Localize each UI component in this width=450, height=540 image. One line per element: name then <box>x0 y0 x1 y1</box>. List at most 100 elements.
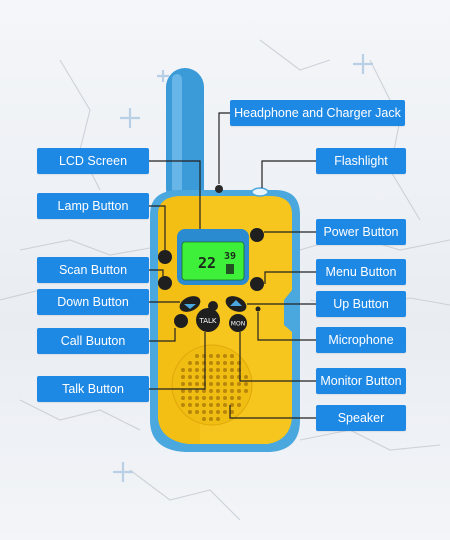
speaker-hole <box>202 417 206 421</box>
scan-button[interactable] <box>158 276 172 290</box>
mon-key-text: MON <box>231 321 245 328</box>
speaker-hole <box>230 403 234 407</box>
speaker-hole <box>209 382 213 386</box>
microphone-hole <box>255 306 261 312</box>
speaker-hole <box>209 361 213 365</box>
speaker-hole <box>202 389 206 393</box>
speaker-hole <box>209 410 213 414</box>
speaker-hole <box>223 389 227 393</box>
speaker-hole <box>209 389 213 393</box>
speaker-hole <box>195 382 199 386</box>
flashlight-lens <box>251 187 269 197</box>
speaker-hole <box>202 403 206 407</box>
speaker-hole <box>216 417 220 421</box>
speaker-hole <box>202 410 206 414</box>
speaker-hole <box>188 410 192 414</box>
speaker-hole <box>223 368 227 372</box>
speaker-hole <box>195 361 199 365</box>
speaker-hole <box>195 396 199 400</box>
speaker-hole <box>195 368 199 372</box>
speaker-hole <box>230 410 234 414</box>
lcd-screen: 22 39 <box>177 229 249 285</box>
speaker-hole <box>216 396 220 400</box>
monitor-button[interactable]: MON <box>229 314 247 332</box>
lcd-channel: 22 <box>198 254 216 272</box>
speaker-hole <box>188 389 192 393</box>
speaker-hole <box>181 382 185 386</box>
speaker-hole <box>216 361 220 365</box>
speaker-hole <box>188 361 192 365</box>
speaker-hole <box>216 368 220 372</box>
speaker-hole <box>195 354 199 358</box>
speaker-hole <box>216 375 220 379</box>
speaker-hole <box>237 382 241 386</box>
talk-key-text: TALK <box>198 317 216 325</box>
speaker-hole <box>230 354 234 358</box>
speaker-hole <box>181 396 185 400</box>
speaker-hole <box>188 382 192 386</box>
speaker-hole <box>223 382 227 386</box>
speaker-hole <box>195 389 199 393</box>
speaker-hole <box>188 396 192 400</box>
speaker-hole <box>230 361 234 365</box>
label-lamp-button: Lamp Button <box>37 193 149 219</box>
speaker-hole <box>223 403 227 407</box>
lcd-code: 39 <box>224 251 236 262</box>
speaker-hole <box>216 389 220 393</box>
speaker-hole <box>181 403 185 407</box>
speaker-hole <box>195 410 199 414</box>
talk-button[interactable]: TALK <box>196 308 220 332</box>
label-lcd-screen: LCD Screen <box>37 148 149 174</box>
speaker-hole <box>223 375 227 379</box>
lamp-button[interactable] <box>158 250 172 264</box>
label-flashlight: Flashlight <box>316 148 406 174</box>
speaker-grille <box>171 344 253 426</box>
speaker-hole <box>188 403 192 407</box>
speaker-hole <box>223 410 227 414</box>
speaker-hole <box>209 396 213 400</box>
speaker-hole <box>230 389 234 393</box>
speaker-hole <box>244 375 248 379</box>
speaker-hole <box>209 368 213 372</box>
plus-decorations <box>113 54 373 482</box>
speaker-hole <box>216 354 220 358</box>
down-button[interactable] <box>177 293 203 315</box>
speaker-hole <box>230 368 234 372</box>
speaker-hole <box>244 389 248 393</box>
label-monitor-button: Monitor Button <box>316 368 406 394</box>
speaker-hole <box>230 375 234 379</box>
speaker-hole <box>230 382 234 386</box>
power-button[interactable] <box>250 228 264 242</box>
speaker-hole <box>237 389 241 393</box>
speaker-hole <box>216 410 220 414</box>
speaker-hole <box>181 368 185 372</box>
speaker-hole <box>230 396 234 400</box>
label-microphone: Microphone <box>316 327 406 353</box>
speaker-hole <box>195 403 199 407</box>
label-down-button: Down Button <box>37 289 149 315</box>
headphone-jack <box>215 185 223 193</box>
speaker-hole <box>181 375 185 379</box>
speaker-hole <box>223 354 227 358</box>
speaker-hole <box>216 403 220 407</box>
speaker-hole <box>202 396 206 400</box>
speaker-hole <box>188 368 192 372</box>
call-button[interactable] <box>174 314 188 328</box>
speaker-hole <box>216 382 220 386</box>
label-talk-button: Talk Button <box>37 376 149 402</box>
label-headphone-charger-jack: Headphone and Charger Jack <box>230 100 405 126</box>
label-scan-button: Scan Button <box>37 257 149 283</box>
speaker-hole <box>237 396 241 400</box>
speaker-hole <box>223 361 227 365</box>
label-call-button: Call Buuton <box>37 328 149 354</box>
label-power-button: Power Button <box>316 219 406 245</box>
up-button[interactable] <box>223 293 249 315</box>
speaker-hole <box>209 417 213 421</box>
speaker-hole <box>209 403 213 407</box>
speaker-hole <box>188 375 192 379</box>
menu-button[interactable] <box>250 277 264 291</box>
speaker-hole <box>209 354 213 358</box>
speaker-hole <box>223 396 227 400</box>
